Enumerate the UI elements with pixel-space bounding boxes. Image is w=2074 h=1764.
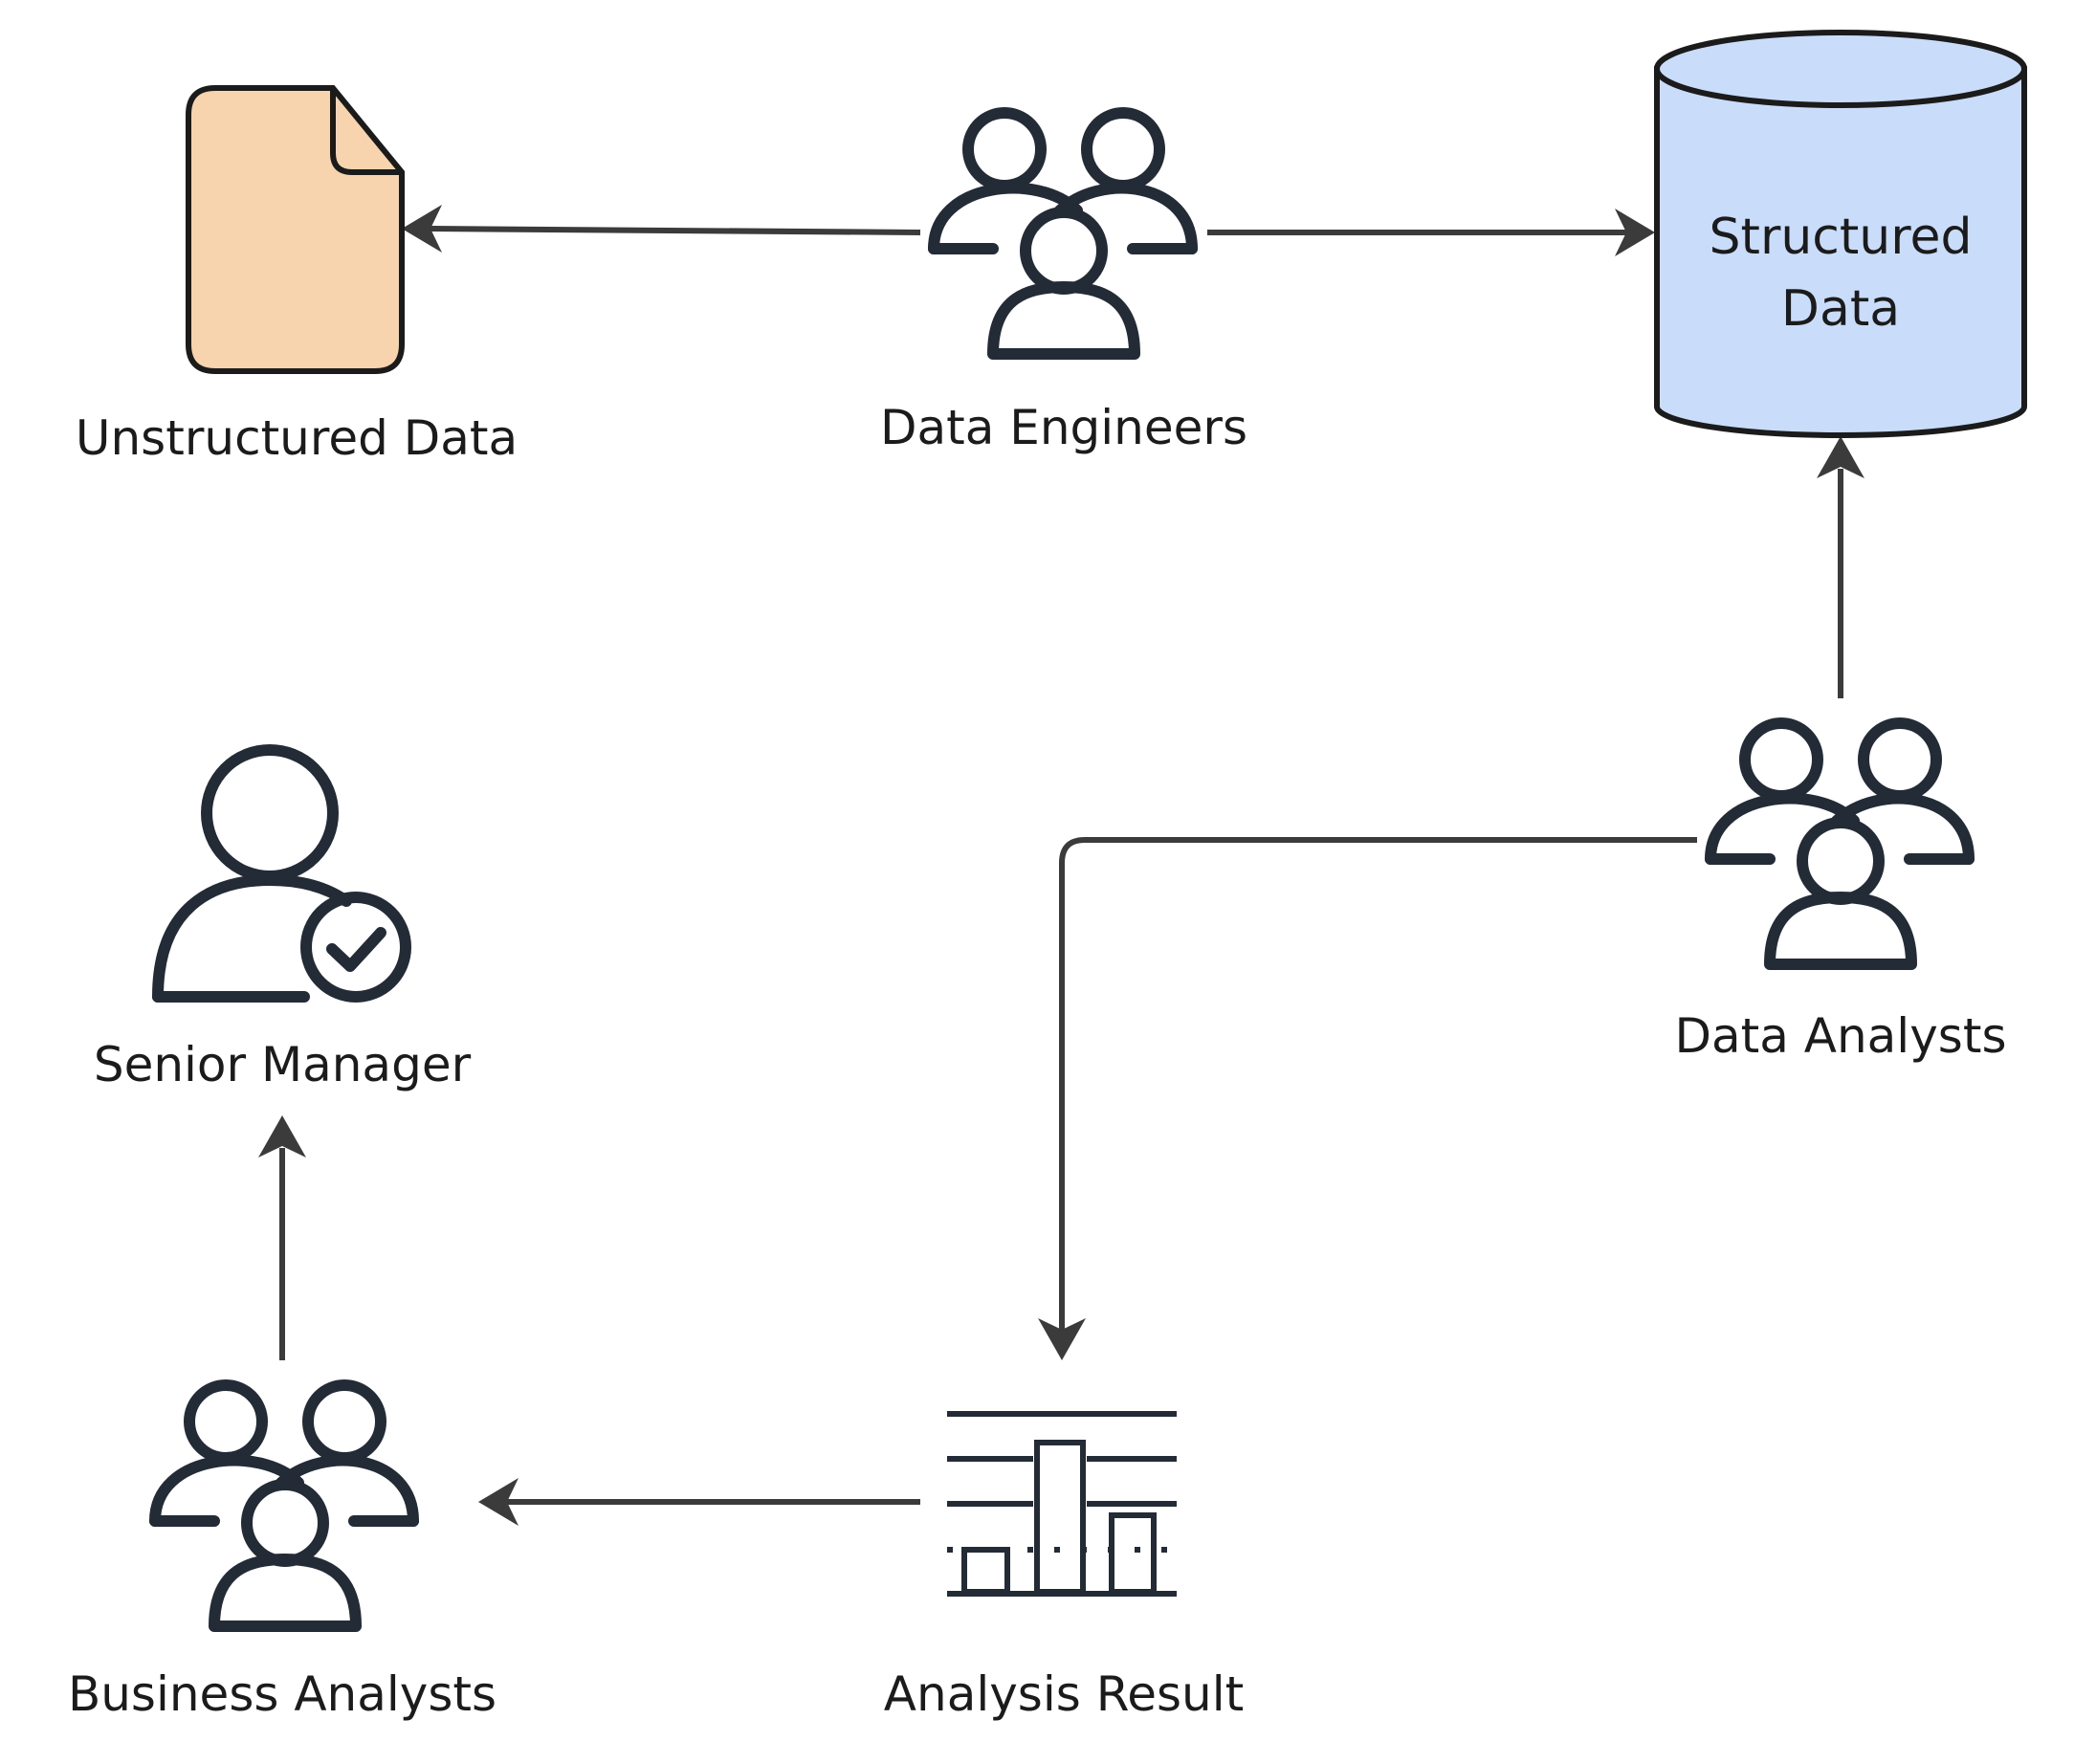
node-analysis-result[interactable]: Analysis Result (884, 1411, 1244, 1722)
node-structured-data[interactable]: Structured Data (1654, 30, 2027, 438)
node-business-analysts[interactable]: Business Analysts (68, 1385, 496, 1722)
bar-chart-icon (947, 1411, 1177, 1597)
document-icon (186, 85, 405, 374)
edge-data-analysts-to-structured (1817, 436, 1864, 698)
node-label-structured-line1: Structured (1710, 209, 1973, 266)
document-fold-icon (330, 88, 402, 175)
user-group-icon (934, 113, 1192, 354)
node-unstructured-data[interactable]: Unstructured Data (76, 85, 518, 466)
user-group-icon (155, 1385, 413, 1626)
edge-engineers-to-unstructured (402, 205, 921, 253)
node-label-structured-line2: Data (1781, 280, 1900, 338)
edge-data-analysts-to-analysis-result (1038, 837, 1697, 1360)
node-senior-manager[interactable]: Senior Manager (94, 744, 472, 1092)
node-label-data-analysts: Data Analysts (1675, 1008, 2007, 1064)
edge-business-analysts-to-senior-manager (258, 1115, 306, 1360)
edge-analysis-result-to-business-analysts (478, 1478, 920, 1526)
node-label-data-engineers: Data Engineers (880, 400, 1247, 455)
user-group-icon (1710, 723, 1969, 964)
edge-engineers-to-structured (1207, 209, 1655, 256)
node-label-senior-manager: Senior Manager (94, 1037, 472, 1092)
node-data-analysts[interactable]: Data Analysts (1675, 723, 2007, 1064)
node-label-business-analysts: Business Analysts (68, 1666, 496, 1722)
node-data-engineers[interactable]: Data Engineers (880, 113, 1247, 455)
node-label-analysis-result: Analysis Result (884, 1666, 1244, 1722)
database-icon (1654, 30, 2027, 438)
node-label-unstructured: Unstructured Data (76, 410, 518, 466)
user-check-icon (152, 744, 411, 1003)
